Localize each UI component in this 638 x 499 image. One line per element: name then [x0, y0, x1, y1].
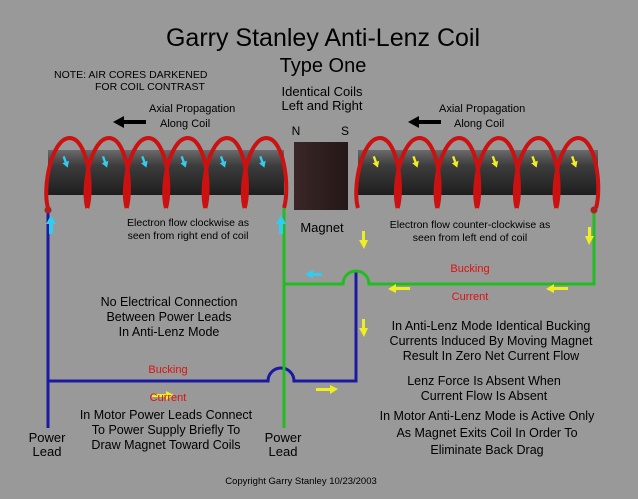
page-title: Garry Stanley Anti-Lenz Coil [166, 24, 480, 52]
yellow-lead-arrow-4 [585, 227, 594, 245]
yellow-lead-arrow-7 [152, 391, 174, 400]
magnet-label: Magnet [300, 220, 344, 235]
coil-current-arrow [180, 155, 187, 168]
right-coil-winding [354, 135, 601, 209]
coil-turn [162, 135, 210, 209]
anti-lenz-line-3: Result In Zero Net Current Flow [403, 349, 580, 363]
magnet-south-label: S [341, 124, 349, 138]
coil-current-arrow [141, 155, 148, 168]
electron-left-line-1: Electron flow clockwise as [127, 217, 249, 229]
bucking-right-label: Bucking [450, 263, 489, 275]
coil-turn [433, 135, 482, 209]
motor-power-line-2: To Power Supply Briefly To [92, 423, 240, 437]
coil-turn [44, 135, 92, 209]
right-coil-terminal-dot [590, 206, 598, 214]
motor-power-line-1: In Motor Power Leads Connect [80, 408, 253, 422]
motor-anti-lenz-line-2: As Magnet Exits Coil In Order To [396, 426, 577, 440]
copyright: Copyright Garry Stanley 10/23/2003 [225, 476, 377, 487]
note-line-1: NOTE: AIR CORES DARKENED [54, 69, 208, 81]
note-line-2: FOR COIL CONTRAST [95, 81, 205, 93]
coil-current-arrow [412, 155, 419, 168]
blue-power-lead [46, 210, 358, 428]
coil-current-arrow [372, 155, 380, 168]
cyan-lead-arrow-3 [305, 270, 322, 279]
axial-left-arrow-icon [113, 116, 146, 128]
axial-left-line-1: Axial Propagation [149, 103, 235, 115]
axial-right-arrow-icon [408, 116, 441, 128]
coil-current-arrow [491, 155, 499, 168]
left-coil-terminal-dot [44, 206, 52, 214]
yellow-lead-arrow-1 [359, 231, 368, 249]
green-power-lead [282, 208, 596, 428]
bucking-left-current: Current [150, 392, 187, 404]
no-connection-line-1: No Electrical Connection [101, 295, 238, 309]
no-connection-line-3: In Anti-Lenz Mode [119, 325, 220, 339]
identical-coils-line-2: Left and Right [282, 98, 363, 113]
axial-left-line-2: Along Coil [160, 118, 210, 130]
lenz-force-line-1: Lenz Force Is Absent When [407, 374, 561, 388]
coil-turn [240, 135, 289, 209]
coil-turn [473, 135, 521, 209]
power-lead-left-line-2: Lead [33, 444, 62, 459]
coil-current-arrow [101, 155, 109, 168]
lenz-force-line-2: Current Flow Is Absent [421, 389, 548, 403]
motor-power-line-3: Draw Magnet Toward Coils [91, 438, 240, 452]
anti-lenz-line-2: Currents Induced By Moving Magnet [390, 334, 593, 348]
cyan-lead-arrow-2 [276, 215, 286, 234]
yellow-current-arrows [152, 227, 594, 400]
power-lead-left-line-1: Power [29, 430, 67, 445]
magnet-north-label: N [292, 124, 301, 138]
electron-left-line-2: seen from right end of coil [128, 230, 249, 242]
yellow-lead-arrow-3 [316, 385, 338, 394]
coil-current-arrow [259, 155, 266, 168]
magnet-block [294, 142, 348, 210]
identical-coils-line-1: Identical Coils [282, 84, 363, 99]
coil-turn [83, 135, 131, 209]
cyan-current-arrows [46, 215, 322, 279]
power-lead-right-line-2: Lead [269, 444, 298, 459]
motor-anti-lenz-line-3: Eliminate Back Drag [430, 443, 543, 457]
coil-turn [552, 135, 601, 209]
no-connection-line-2: Between Power Leads [106, 310, 231, 324]
electron-right-line-1: Electron flow counter-clockwise as [390, 219, 550, 231]
electron-right-line-2: seen from left end of coil [413, 232, 527, 244]
axial-right-line-1: Axial Propagation [439, 103, 525, 115]
page-subtitle: Type One [280, 55, 367, 77]
coil-current-arrow [531, 155, 538, 168]
coil-current-arrow [570, 155, 578, 168]
coil-turn [354, 135, 402, 209]
yellow-lead-arrow-6 [388, 284, 410, 293]
bucking-left-label: Bucking [148, 364, 187, 376]
yellow-lead-arrow-2 [359, 319, 368, 337]
coil-turn [512, 135, 561, 209]
yellow-lead-arrow-5 [546, 284, 568, 293]
left-coil-winding [44, 135, 289, 209]
coil-current-arrow [451, 155, 459, 168]
coil-turn [122, 135, 171, 209]
bucking-right-current: Current [452, 291, 489, 303]
coil-current-arrow [219, 155, 227, 168]
coil-turn [393, 135, 442, 209]
cyan-lead-arrow-1 [46, 215, 56, 234]
power-lead-right-line-1: Power [265, 430, 303, 445]
axial-right-line-2: Along Coil [454, 118, 504, 130]
coil-turn [201, 135, 249, 209]
anti-lenz-line-1: In Anti-Lenz Mode Identical Bucking [392, 319, 591, 333]
coil-current-arrow [62, 155, 69, 168]
motor-anti-lenz-line-1: In Motor Anti-Lenz Mode is Active Only [380, 409, 595, 423]
